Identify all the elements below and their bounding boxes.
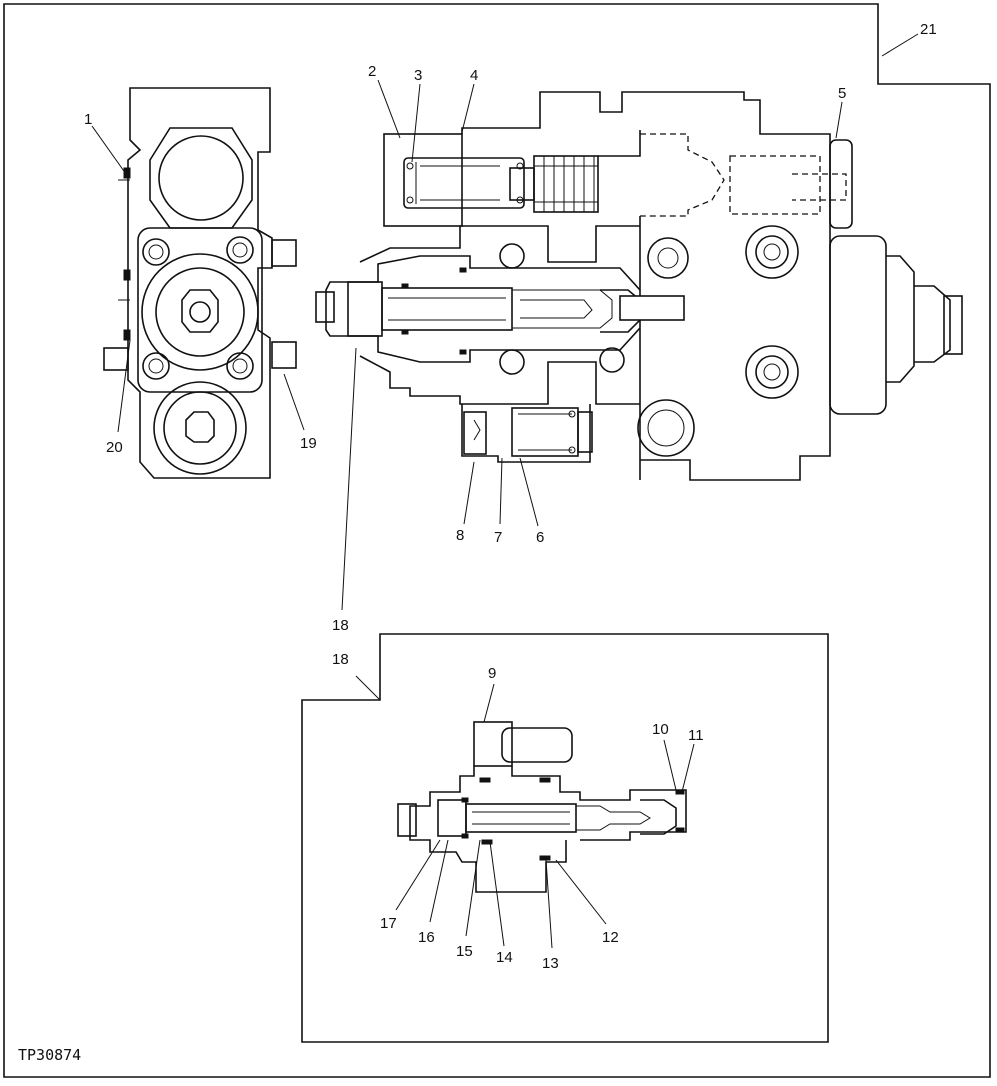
- callout-11: 11: [688, 727, 704, 744]
- callout-8: 8: [456, 527, 464, 544]
- callout-10: 10: [652, 721, 669, 738]
- callout-1: 1: [84, 111, 92, 128]
- detail-view: [397, 721, 687, 893]
- callout-15: 15: [456, 943, 473, 960]
- leader-lines: [91, 33, 919, 949]
- figure-code: TP30874: [18, 1046, 81, 1064]
- callout-7: 7: [494, 529, 502, 546]
- outer-border: [3, 3, 991, 1078]
- callout-21: 21: [920, 21, 937, 38]
- callout-20: 20: [106, 439, 123, 456]
- callout-18-detail: 18: [332, 651, 349, 668]
- detail-inset-border: [301, 633, 829, 1043]
- callout-19: 19: [300, 435, 317, 452]
- callout-9: 9: [488, 665, 496, 682]
- callout-6: 6: [536, 529, 544, 546]
- callout-4: 4: [470, 67, 478, 84]
- callout-2: 2: [368, 63, 376, 80]
- callout-labels: 1 2 3 4 5 6 7 8 9 10 11 12 13 14 15 16 1…: [18, 21, 937, 1064]
- end-view: [103, 87, 297, 479]
- callout-16: 16: [418, 929, 435, 946]
- callout-18-main: 18: [332, 617, 349, 634]
- callout-14: 14: [496, 949, 513, 966]
- callout-17: 17: [380, 915, 397, 932]
- callout-12: 12: [602, 929, 619, 946]
- main-section-view: [315, 91, 963, 481]
- callout-3: 3: [414, 67, 422, 84]
- callout-5: 5: [838, 85, 846, 102]
- callout-13: 13: [542, 955, 559, 972]
